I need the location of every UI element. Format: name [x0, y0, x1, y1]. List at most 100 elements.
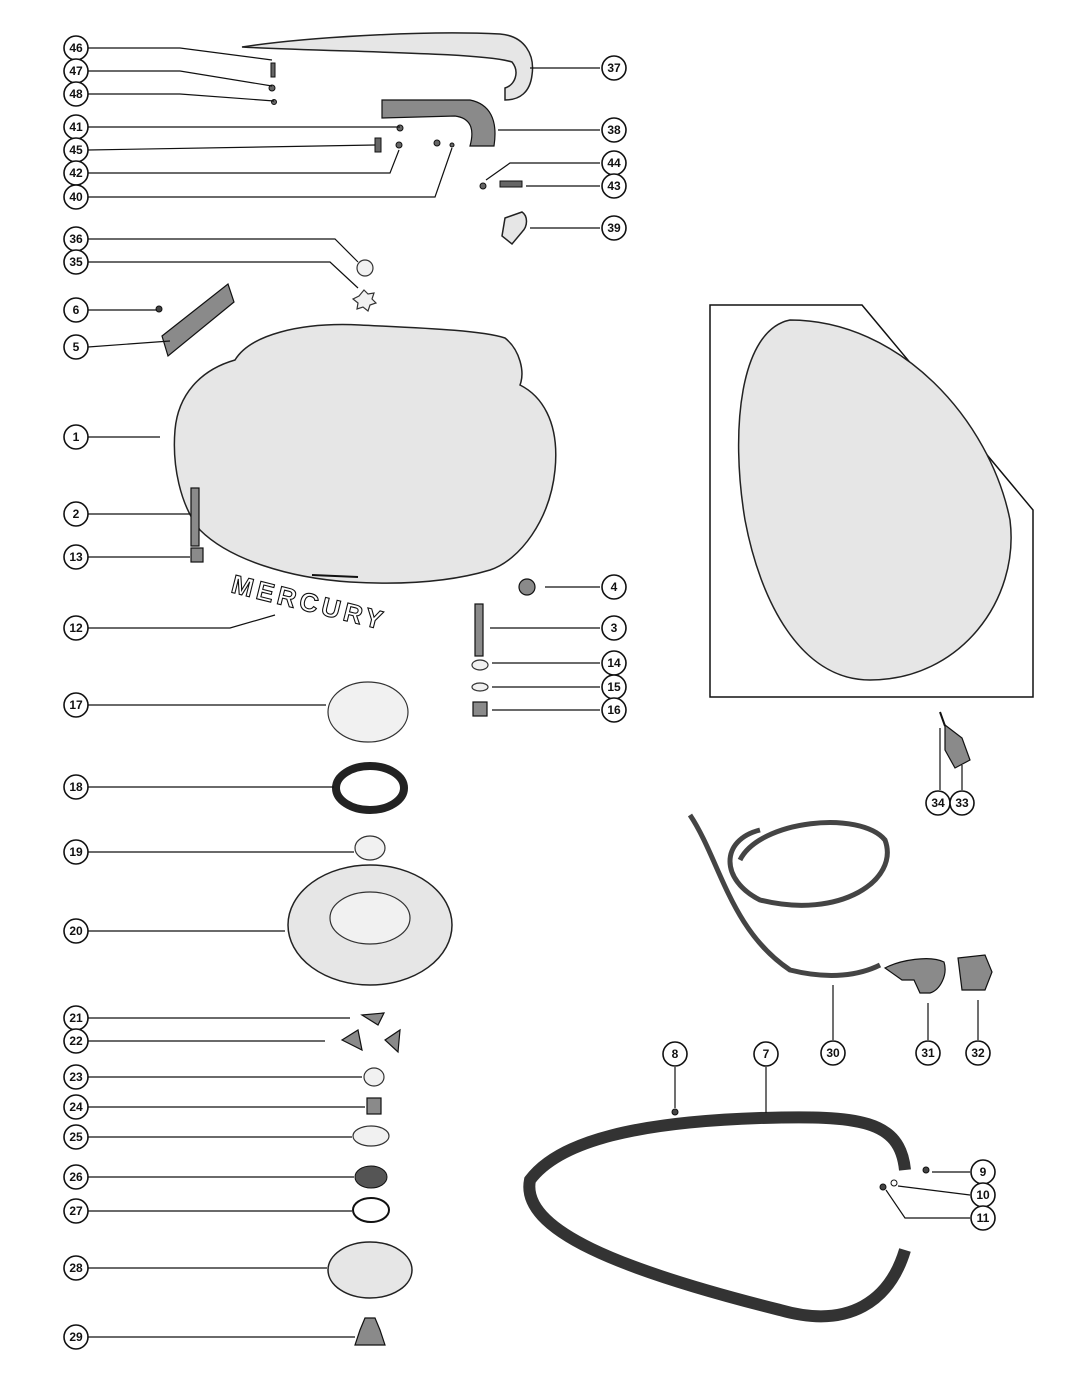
part-21-pawls	[340, 1012, 401, 1054]
svg-text:18: 18	[69, 780, 83, 794]
callout-3: 3	[601, 615, 627, 641]
part-24-nut	[366, 1097, 382, 1115]
callout-42: 42	[63, 160, 89, 186]
svg-text:43: 43	[607, 179, 621, 193]
part-39-clip	[501, 211, 528, 246]
svg-text:37: 37	[607, 61, 621, 75]
svg-text:33: 33	[955, 796, 969, 810]
callout-30: 30	[820, 1040, 846, 1066]
svg-text:29: 29	[69, 1330, 83, 1344]
callout-6: 6	[63, 297, 89, 323]
callout-11: 11	[970, 1205, 996, 1231]
svg-text:12: 12	[69, 621, 83, 635]
svg-text:6: 6	[73, 303, 80, 317]
svg-text:16: 16	[607, 703, 621, 717]
part-4-grommet	[518, 578, 536, 596]
part-2-stud	[190, 487, 200, 547]
svg-text:31: 31	[921, 1046, 935, 1060]
part-29-spindle	[354, 1317, 386, 1346]
part-32-handle-insert	[957, 954, 993, 991]
part-12-decal-stripe	[311, 574, 359, 578]
part-36-washer	[356, 259, 374, 277]
callout-4: 4	[601, 574, 627, 600]
part-18-rewind-spring	[332, 762, 408, 814]
svg-text:45: 45	[69, 143, 83, 157]
callout-25: 25	[63, 1124, 89, 1150]
svg-text:9: 9	[980, 1165, 987, 1179]
callout-12: 12	[63, 615, 89, 641]
svg-text:20: 20	[69, 924, 83, 938]
callout-19: 19	[63, 839, 89, 865]
callout-46: 46	[63, 35, 89, 61]
callout-21: 21	[63, 1005, 89, 1031]
svg-text:24: 24	[69, 1100, 83, 1114]
callout-7: 7	[753, 1041, 779, 1067]
svg-text:21: 21	[69, 1011, 83, 1025]
svg-text:1: 1	[73, 430, 80, 444]
svg-text:8: 8	[672, 1047, 679, 1061]
callout-29: 29	[63, 1324, 89, 1350]
callout-44: 44	[601, 150, 627, 176]
svg-text:26: 26	[69, 1170, 83, 1184]
svg-text:47: 47	[69, 64, 83, 78]
inset-cowl-underside	[737, 319, 1012, 681]
callout-37: 37	[601, 55, 627, 81]
callout-39: 39	[601, 215, 627, 241]
svg-text:17: 17	[69, 698, 83, 712]
part-7-cowl-seal-strip	[523, 1111, 911, 1323]
svg-text:28: 28	[69, 1261, 83, 1275]
callout-8: 8	[662, 1041, 688, 1067]
part-6-screw	[155, 305, 163, 313]
callout-18: 18	[63, 774, 89, 800]
svg-text:32: 32	[971, 1046, 985, 1060]
callout-26: 26	[63, 1164, 89, 1190]
callout-10: 10	[970, 1182, 996, 1208]
svg-text:34: 34	[931, 796, 945, 810]
part-5-plate	[161, 283, 235, 358]
part-34-pin	[939, 711, 946, 727]
svg-text:48: 48	[69, 87, 83, 101]
part-26-seal	[354, 1165, 388, 1189]
svg-text:15: 15	[607, 680, 621, 694]
svg-text:11: 11	[977, 1211, 990, 1225]
svg-text:40: 40	[69, 190, 83, 204]
part-8-screw	[671, 1108, 679, 1116]
part-17-cover-plate	[327, 681, 409, 743]
svg-text:30: 30	[826, 1046, 840, 1060]
svg-text:7: 7	[763, 1047, 770, 1061]
callout-1: 1	[63, 424, 89, 450]
callout-35: 35	[63, 249, 89, 275]
part-35-star-washer	[351, 289, 378, 313]
part-27-ring	[352, 1197, 390, 1223]
part-10-washer	[890, 1179, 898, 1187]
svg-text:3: 3	[611, 621, 618, 635]
part-13-nut	[190, 547, 204, 563]
part-23-washer	[363, 1067, 385, 1087]
callout-48: 48	[63, 81, 89, 107]
svg-text:25: 25	[69, 1130, 83, 1144]
svg-text:10: 10	[976, 1188, 990, 1202]
svg-text:41: 41	[69, 120, 83, 134]
inset-frame	[709, 304, 1034, 698]
part-16-nut	[472, 701, 488, 717]
callout-2: 2	[63, 501, 89, 527]
part-19-bushing	[354, 835, 386, 861]
part-9-screw	[922, 1166, 930, 1174]
svg-text:36: 36	[69, 232, 83, 246]
callout-labels: 46 47 48 41 45 42 40 36 35 6 5 1 2 13 12…	[63, 35, 996, 1350]
svg-text:19: 19	[69, 845, 83, 859]
callout-34: 34	[925, 790, 951, 816]
part-14-washer	[471, 659, 489, 671]
svg-text:35: 35	[69, 255, 83, 269]
part-20-pulley-hub	[329, 891, 411, 945]
part-1-top-cowl	[173, 323, 557, 584]
callout-13: 13	[63, 544, 89, 570]
svg-text:38: 38	[607, 123, 621, 137]
part-drawings: MERCURY	[155, 32, 1034, 1346]
callout-32: 32	[965, 1040, 991, 1066]
part-25-cup	[352, 1125, 390, 1147]
part-15-lockwasher	[471, 682, 489, 692]
svg-text:4: 4	[611, 580, 618, 594]
svg-text:42: 42	[69, 166, 83, 180]
part-31-starter-handle	[883, 958, 946, 994]
